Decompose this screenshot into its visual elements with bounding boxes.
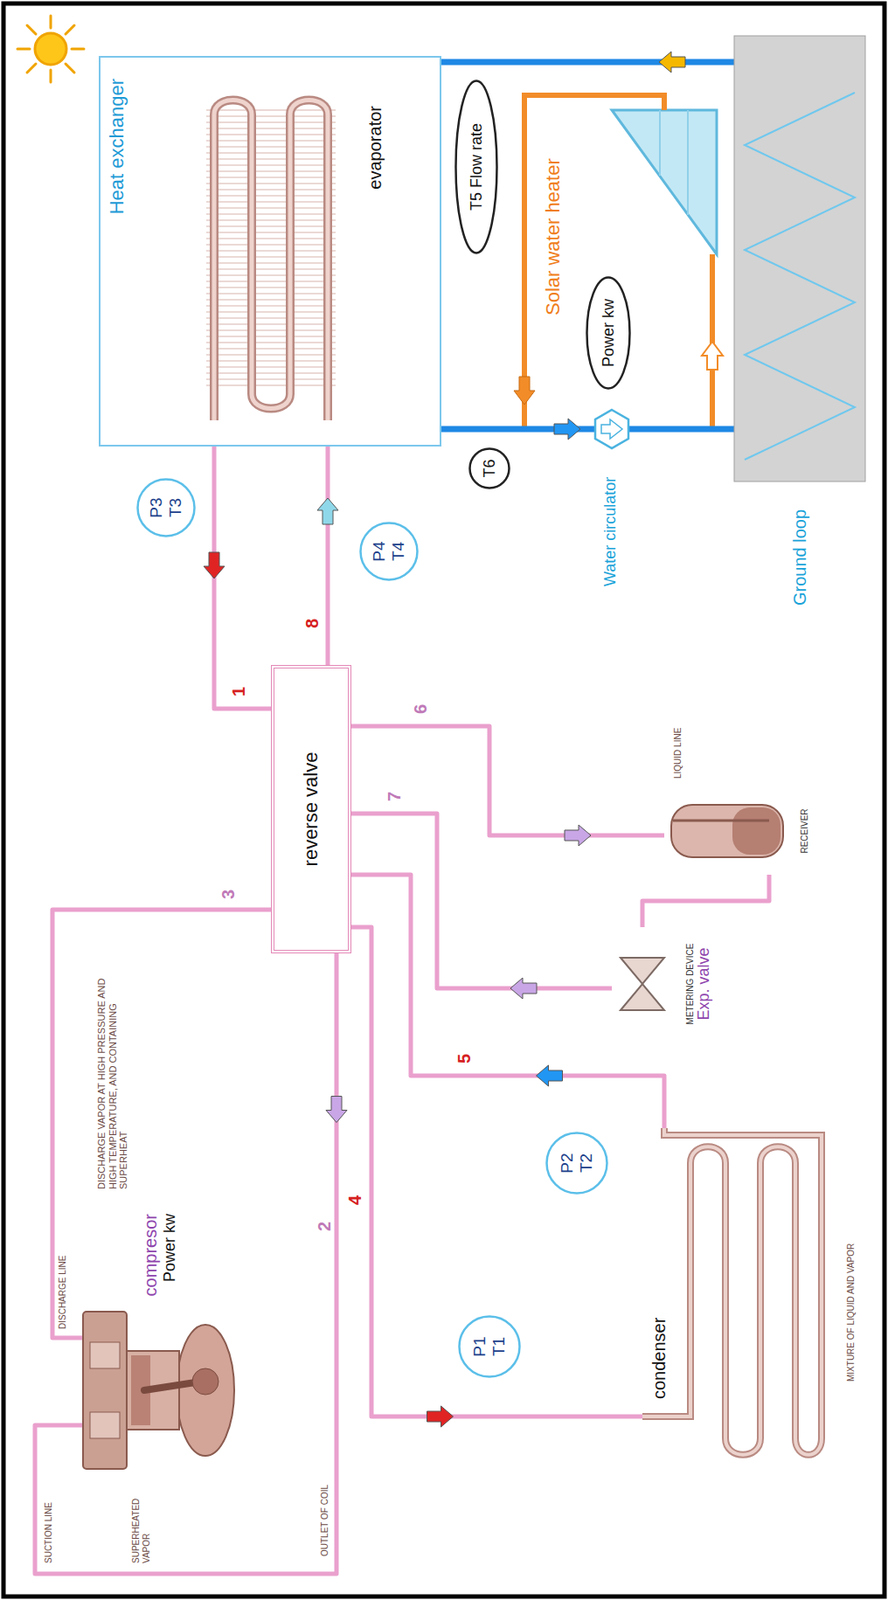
node-text: Heat exchanger xyxy=(105,78,128,215)
receiver-shape xyxy=(664,787,813,875)
node-text: Ground loop xyxy=(790,509,811,606)
pipe-connector xyxy=(52,909,271,1339)
flow-arrow xyxy=(203,552,225,579)
frame xyxy=(3,3,885,1597)
solar-flow-arrow xyxy=(513,376,535,405)
pipe-connector xyxy=(34,953,337,1575)
flow-arrow xyxy=(317,498,339,525)
pipe-number: 3 xyxy=(218,888,238,902)
part-label: SUPERHEATED VAPOR xyxy=(131,1493,152,1564)
node-text: P3 T3 xyxy=(146,493,186,522)
part-label: LIQUID LINE xyxy=(672,728,684,779)
node-text: Exp. valve xyxy=(694,947,714,1020)
node-text: compresor xyxy=(140,1214,161,1297)
flow-arrow xyxy=(659,51,686,73)
pipe-connector xyxy=(441,426,735,433)
node-text: P1 T1 xyxy=(470,1332,509,1361)
part-label: MIXTURE OF LIQUID AND VAPOR xyxy=(846,1243,857,1382)
expansion-valve: METERING DEVICEExp. valve xyxy=(611,927,717,1041)
pipe-connector xyxy=(351,874,665,1129)
pipe-connector xyxy=(642,874,770,928)
solar-collector xyxy=(611,110,717,255)
pipe-number: 8 xyxy=(302,617,322,631)
part-label: DISCHARGE LINE xyxy=(57,1255,69,1330)
pipe-number: 5 xyxy=(454,1052,474,1066)
node-text: reverse valve xyxy=(299,752,322,868)
part-label: DISCHARGE VAPOR AT HIGH PRESSURE AND HIG… xyxy=(96,971,130,1190)
part-label: Water circulator xyxy=(601,477,620,587)
ground-loop: Ground loop xyxy=(734,35,866,613)
flow-arrow xyxy=(564,825,591,847)
flow-arrow xyxy=(427,1406,454,1428)
node-text: T5 Flow rate xyxy=(467,123,486,211)
evaporator-coil-shape xyxy=(204,79,393,421)
part-label: OUTLET OF COIL xyxy=(319,1484,331,1557)
solar-pipe xyxy=(524,95,713,427)
flow-arrow xyxy=(326,1096,347,1124)
node-text: condenser xyxy=(649,1318,670,1400)
evaporator-coil: evaporator xyxy=(204,79,393,421)
condenser-coil: condenser xyxy=(642,1128,840,1478)
sun xyxy=(17,15,84,83)
water-circulator xyxy=(595,409,629,449)
pipe-number: 2 xyxy=(314,1220,334,1234)
sensor-oval: T5 Flow rate xyxy=(454,79,499,255)
pipe-connector xyxy=(351,726,665,836)
pipe-connector xyxy=(351,813,612,989)
pipe-connector xyxy=(214,420,271,709)
power-meter: Power kw xyxy=(585,276,632,390)
node-text: evaporator xyxy=(365,105,386,190)
pipe-number: 4 xyxy=(345,1193,365,1208)
sensor-circle: T6 xyxy=(468,447,511,490)
receiver: RECEIVER xyxy=(664,787,813,875)
node-text: RECEIVER xyxy=(799,808,811,854)
flow-arrow xyxy=(554,418,581,440)
part-label: Solar water heater xyxy=(541,158,564,316)
sensor-circle: P1 T1 xyxy=(457,1315,521,1379)
reverse-valve: reverse valve xyxy=(270,665,352,954)
sensor-circle: P4 T4 xyxy=(359,521,419,582)
node-text: METERING DEVICE xyxy=(685,943,696,1026)
node-text: P4 T4 xyxy=(369,537,409,566)
flow-arrow xyxy=(510,978,537,999)
node-text: Power kw xyxy=(160,1214,180,1283)
pipe-number: 1 xyxy=(228,685,249,699)
flow-arrow xyxy=(536,1065,563,1087)
heat-exchanger: Heat exchanger evaporator xyxy=(98,55,442,447)
pipe-number: 7 xyxy=(384,790,404,804)
node-text: Power kw xyxy=(599,298,618,368)
compressor: compresorPower kw xyxy=(83,1207,236,1470)
pipe-connector xyxy=(441,59,735,66)
pipe-number: 6 xyxy=(410,702,431,716)
pipe-connector xyxy=(351,927,643,1417)
sensor-circle: P3 T3 xyxy=(136,478,196,538)
part-label: SUCTION LINE xyxy=(43,1502,55,1564)
condenser-coil-shape xyxy=(642,1128,840,1478)
pipe-connector xyxy=(326,420,331,666)
node-text: T6 xyxy=(480,459,500,479)
node-text: P2 T2 xyxy=(557,1149,597,1178)
solar-flow-arrow xyxy=(701,341,723,370)
sensor-circle: P2 T2 xyxy=(545,1131,609,1195)
